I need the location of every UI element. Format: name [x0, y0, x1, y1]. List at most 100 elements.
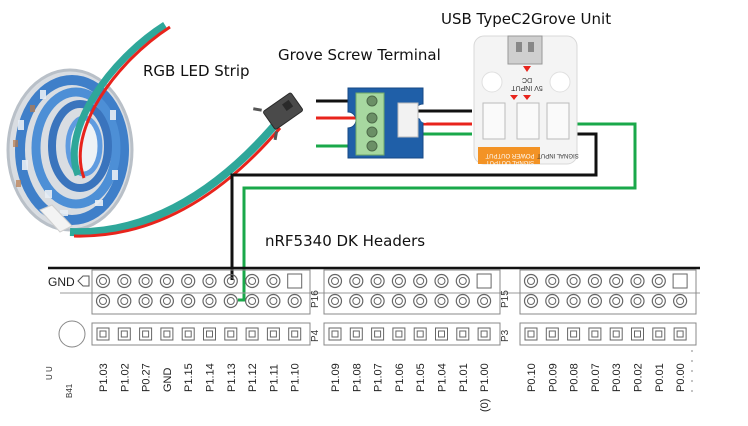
- header-pin-square: [328, 327, 342, 341]
- header-pin-inner-square: [527, 330, 535, 338]
- pin-label: P1.11: [268, 364, 280, 392]
- header-pin-square: [672, 273, 688, 289]
- header-pin-round: [181, 293, 196, 309]
- header-pin-square: [392, 327, 406, 341]
- header-pin-round: [349, 273, 364, 289]
- header-pin-round: [477, 293, 492, 309]
- header-pin-round: [138, 273, 153, 289]
- header-pin-inner: [394, 277, 403, 285]
- header-pin-inner-square: [634, 330, 641, 338]
- header-pin-square: [631, 327, 644, 341]
- header-pin-inner: [480, 297, 489, 305]
- pin-label: P1.12: [247, 363, 259, 392]
- header-pin-round: [370, 293, 385, 309]
- header-pin-square: [139, 327, 153, 341]
- rgb-led-strip-image: [6, 22, 282, 238]
- header-p3-label: P3: [500, 329, 511, 342]
- header-pin-inner: [590, 297, 599, 305]
- header-pin-square: [456, 327, 470, 341]
- header-pin-round: [609, 293, 624, 309]
- header-pin-inner: [612, 297, 621, 305]
- header-pin-round: [391, 293, 406, 309]
- pin-label: P0.08: [569, 363, 581, 392]
- header-pin-inner: [331, 277, 339, 285]
- header-pin-inner: [654, 297, 663, 305]
- header-pin-square: [266, 327, 280, 341]
- header-pin-inner-square: [480, 330, 488, 338]
- header-pin-square: [203, 327, 216, 341]
- header-pin-round: [391, 273, 406, 289]
- pin-label: P0.27: [141, 363, 153, 392]
- header-pin-round: [413, 293, 428, 309]
- b41-label: B41: [65, 383, 74, 398]
- pin-label: P1.07: [373, 363, 385, 392]
- header-pin-inner-square: [142, 330, 150, 338]
- header-pin-inner-square: [163, 330, 171, 338]
- header-pin-square: [224, 327, 238, 341]
- header-pin-inner: [373, 277, 382, 285]
- header-pin-round: [413, 273, 428, 289]
- header-pin-round: [159, 293, 174, 309]
- header-pin-round: [95, 293, 111, 309]
- header-pin-inner: [269, 277, 278, 285]
- header-pin-inner: [437, 277, 446, 285]
- pin-label: P1.14: [205, 363, 217, 392]
- header-pin-inner-square: [99, 330, 107, 338]
- header-pin-inner: [458, 277, 467, 285]
- header-pin-round: [630, 293, 645, 309]
- header-pin-round: [138, 293, 153, 309]
- dk-board: [48, 266, 700, 400]
- header-pin-round: [266, 273, 281, 289]
- pin-label: P0.01: [654, 363, 666, 392]
- header-pin-inner: [184, 277, 193, 285]
- pin-label: P0.09: [547, 363, 559, 392]
- header-pin-inner: [548, 297, 557, 305]
- header-p15-label: P15: [500, 290, 511, 308]
- header-pin-inner: [184, 297, 193, 305]
- header-pin-inner: [99, 277, 107, 285]
- header-pin-round: [202, 293, 217, 309]
- header-pin-inner-square: [331, 330, 339, 338]
- header-pin-square: [117, 327, 131, 341]
- header-pin-round: [609, 273, 624, 289]
- usb-typec2grove-unit: [473, 35, 578, 165]
- header-pin-inner: [205, 277, 214, 285]
- header-pin-inner: [394, 297, 403, 305]
- header-pin-inner: [527, 277, 535, 285]
- header-pin-inner-square: [269, 330, 277, 338]
- left-u-marks: U U: [45, 366, 54, 380]
- header-pin-inner: [569, 277, 578, 285]
- header-pin-inner-square: [120, 330, 128, 338]
- pin-label: P1.01: [458, 363, 470, 392]
- pin-label: P1.02: [119, 363, 131, 392]
- header-pin-round: [266, 293, 281, 309]
- header-pin-round: [455, 273, 470, 289]
- header-pin-inner-square: [591, 330, 599, 338]
- header-pin-round: [327, 293, 343, 309]
- header-pin-square: [96, 327, 110, 341]
- pin-label: P1.00: [479, 363, 491, 392]
- wire-signal-to-dk: [238, 122, 637, 302]
- header-pin-square: [371, 327, 385, 341]
- header-pin-inner: [590, 277, 599, 285]
- pin-label: P1.05: [415, 363, 427, 392]
- header-pin-inner: [458, 297, 467, 305]
- header-pin-inner-square: [184, 330, 192, 338]
- gnd-label: GND: [48, 275, 75, 289]
- header-pin-round: [245, 273, 260, 289]
- header-pin-round: [223, 293, 238, 309]
- header-pin-round: [566, 273, 581, 289]
- header-pin-inner: [612, 277, 621, 285]
- header-pin-inner: [120, 297, 129, 305]
- header-pin-inner-square: [352, 330, 360, 338]
- header-pin-round: [630, 273, 645, 289]
- header-pin-inner: [205, 297, 214, 305]
- pin-label: P1.03: [98, 363, 110, 392]
- header-pin-inner-square: [612, 330, 620, 338]
- label-usb-typec2grove-unit: USB TypeC2Grove Unit: [441, 10, 612, 28]
- header-pin-inner: [226, 297, 235, 305]
- header-pin-square: [435, 327, 448, 341]
- dk-pin-rows: [95, 273, 688, 341]
- pin-label: P1.04: [437, 363, 449, 392]
- header-pin-round: [587, 273, 603, 289]
